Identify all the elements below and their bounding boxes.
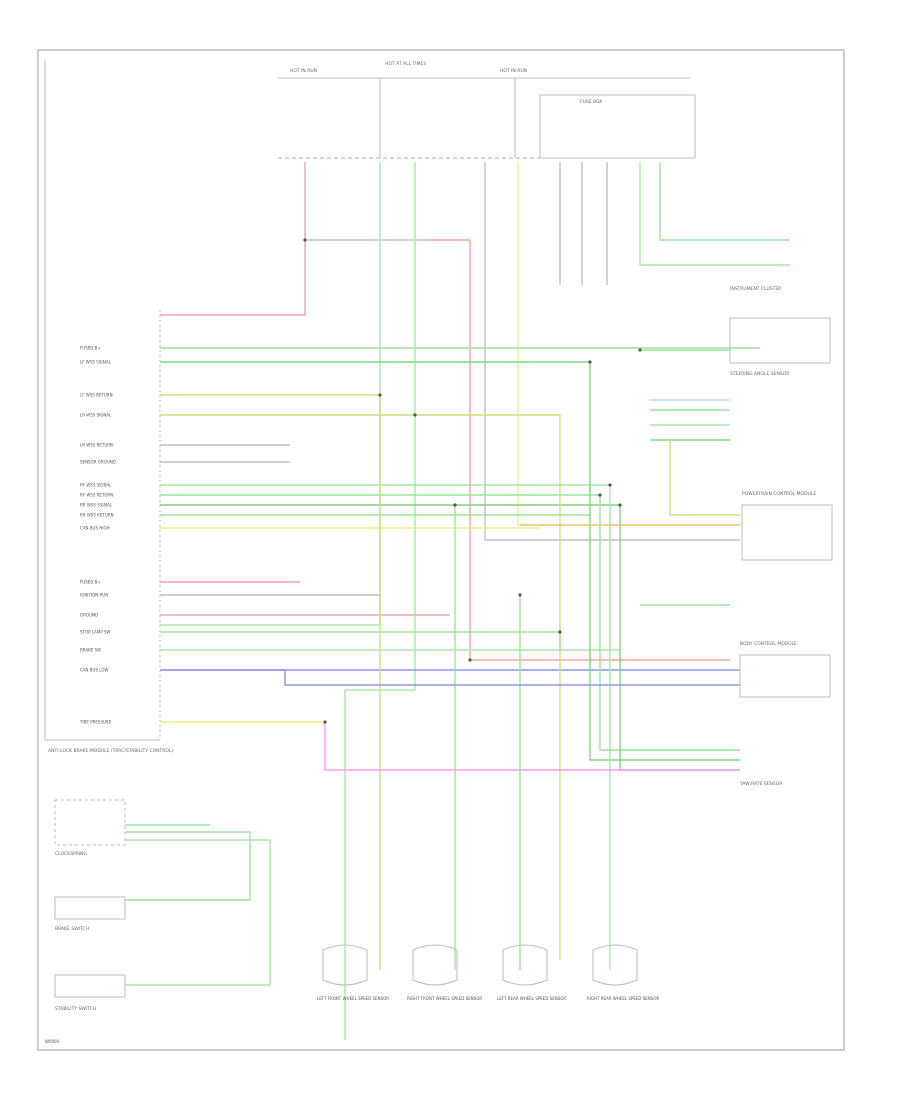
abs-pin-label: STOP LAMP SW — [80, 630, 111, 635]
steering-angle-box — [729, 317, 831, 364]
junction-5 — [598, 493, 602, 497]
junction-11 — [323, 720, 327, 724]
wheel-sensor-body — [322, 944, 368, 986]
junction-9 — [518, 593, 522, 597]
abs-pin-label: GROUND — [80, 613, 98, 618]
pcm-box — [741, 504, 833, 561]
junction-7 — [618, 503, 622, 507]
wire-brake-switch — [125, 831, 251, 901]
wire-group — [125, 162, 790, 1040]
clockspring-label: CLOCKSPRING — [55, 851, 88, 857]
steering-angle-label: STEERING ANGLE SENSOR — [730, 371, 789, 377]
top-panel-right-header: HOT IN RUN — [500, 68, 527, 74]
wire-pcm-link — [669, 440, 740, 516]
wheel-speed-sensor: LEFT REAR WHEEL SPEED SENSOR — [497, 944, 566, 1001]
abs-pin-label: FUSED B+ — [80, 346, 101, 351]
brake-switch-box — [54, 896, 126, 920]
wheel-speed-sensor: RIGHT REAR WHEEL SPEED SENSOR — [587, 944, 659, 1001]
wire-can-low-cluster — [659, 162, 790, 241]
abs-pin-label: CAN BUS LOW — [80, 668, 109, 673]
abs-pin-label: RF WSS SIGNAL — [80, 483, 112, 488]
wire-ignition-run — [160, 162, 381, 626]
top-panel-left-header: HOT IN RUN — [290, 68, 317, 74]
wire-yaw-1 — [589, 362, 740, 761]
junction-4 — [588, 360, 592, 364]
wire-tire-pressure — [324, 722, 740, 771]
wire-can-high-cluster — [639, 162, 790, 266]
junction-8 — [453, 503, 457, 507]
wheel-sensor-label: LEFT FRONT WHEEL SPEED SENSOR — [317, 996, 389, 1001]
corner-code: W0000 — [45, 1039, 60, 1044]
junction-2 — [378, 393, 382, 397]
body-control-box — [739, 654, 831, 698]
abs-pin-label: SENSOR GROUND — [80, 460, 116, 465]
abs-pin-label: LR WSS SIGNAL — [80, 413, 112, 418]
stability-switch-label: STABILITY SWITCH — [55, 1006, 96, 1012]
wire-stability-switch — [125, 839, 271, 986]
abs-pin-label: LR WSS RETURN — [80, 443, 113, 448]
junction-6 — [608, 483, 612, 487]
junction-3 — [413, 413, 417, 417]
right-modules: STEERING ANGLE SENSOR POWERTRAIN CONTROL… — [729, 286, 833, 787]
wire-rf-wss — [415, 414, 561, 960]
clockspring-box — [54, 799, 126, 846]
junction-12 — [638, 348, 642, 352]
abs-pin-label: CAN BUS HIGH — [80, 526, 110, 531]
body-control-label: BODY CONTROL MODULE — [740, 641, 797, 647]
wheel-sensor-body — [502, 944, 548, 986]
wheel-speed-sensor: LEFT FRONT WHEEL SPEED SENSOR — [317, 944, 389, 1001]
wheel-sensor-label: RIGHT FRONT WHEEL SPEED SENSOR — [407, 996, 482, 1001]
wire-pcm-feed — [484, 162, 740, 541]
abs-pin-labels: FUSED B+ LF WSS SIGNAL LF WSS RETURN LR WSS… — [79, 346, 116, 725]
junction-13 — [468, 658, 472, 662]
abs-pin-label: TIRE PRESSURE — [79, 720, 112, 725]
abs-pin-label: BRAKE SW — [80, 648, 101, 653]
abs-pin-label: RF WSS RETURN — [80, 493, 113, 498]
wheel-sensor-body — [592, 944, 638, 986]
instrument-cluster-label: INSTRUMENT CLUSTER — [730, 286, 781, 292]
brake-switch-label: BRAKE SWITCH — [55, 926, 89, 932]
yaw-sensor-label: YAW RATE SENSOR — [739, 781, 782, 787]
abs-pin-label: LF WSS SIGNAL — [80, 360, 112, 365]
abs-pin-label: IGNITION RUN — [80, 593, 108, 598]
frame-border — [37, 49, 845, 1051]
wheel-sensor-label: RIGHT REAR WHEEL SPEED SENSOR — [587, 996, 659, 1001]
junction-1 — [303, 238, 307, 242]
abs-pin-label: FUSED B+ — [80, 580, 101, 585]
stability-switch-box — [54, 974, 126, 998]
abs-pin-label: LF WSS RETURN — [80, 393, 113, 398]
wheel-sensor-body — [412, 944, 458, 986]
junction-group — [303, 238, 642, 724]
wire-fused-b-plus — [160, 162, 306, 316]
wire-can-low — [160, 669, 740, 686]
fuse-box-label: FUSE BOX — [580, 99, 602, 105]
wire-yaw-3 — [619, 505, 740, 771]
wire-pcm-signal — [517, 162, 740, 526]
wire-yaw-2 — [599, 495, 740, 751]
abs-pin-label: RR WSS RETURN — [80, 513, 114, 518]
junction-10 — [558, 630, 562, 634]
wire-fused-b-plus-2 — [420, 239, 730, 661]
pcm-label: POWERTRAIN CONTROL MODULE — [742, 491, 816, 497]
abs-module-label: ANTI-LOCK BRAKE MODULE (TRAC/STABILITY C… — [48, 748, 173, 754]
top-panel-title: HOT AT ALL TIMES — [385, 61, 426, 67]
top-fuse-panel: HOT AT ALL TIMES HOT IN RUN HOT IN RUN F… — [278, 61, 696, 159]
wheel-sensor-group: LEFT FRONT WHEEL SPEED SENSOR RIGHT FRONT… — [317, 944, 659, 1001]
wheel-speed-sensor: RIGHT FRONT WHEEL SPEED SENSOR — [407, 944, 482, 1001]
abs-pin-label: RR WSS SIGNAL — [80, 503, 113, 508]
abs-module-block: ANTI-LOCK BRAKE MODULE (TRAC/STABILITY C… — [44, 60, 173, 754]
bottom-left-components: CLOCKSPRING BRAKE SWITCH STABILITY SWITC… — [45, 799, 126, 1044]
wheel-sensor-label: LEFT REAR WHEEL SPEED SENSOR — [497, 996, 566, 1001]
